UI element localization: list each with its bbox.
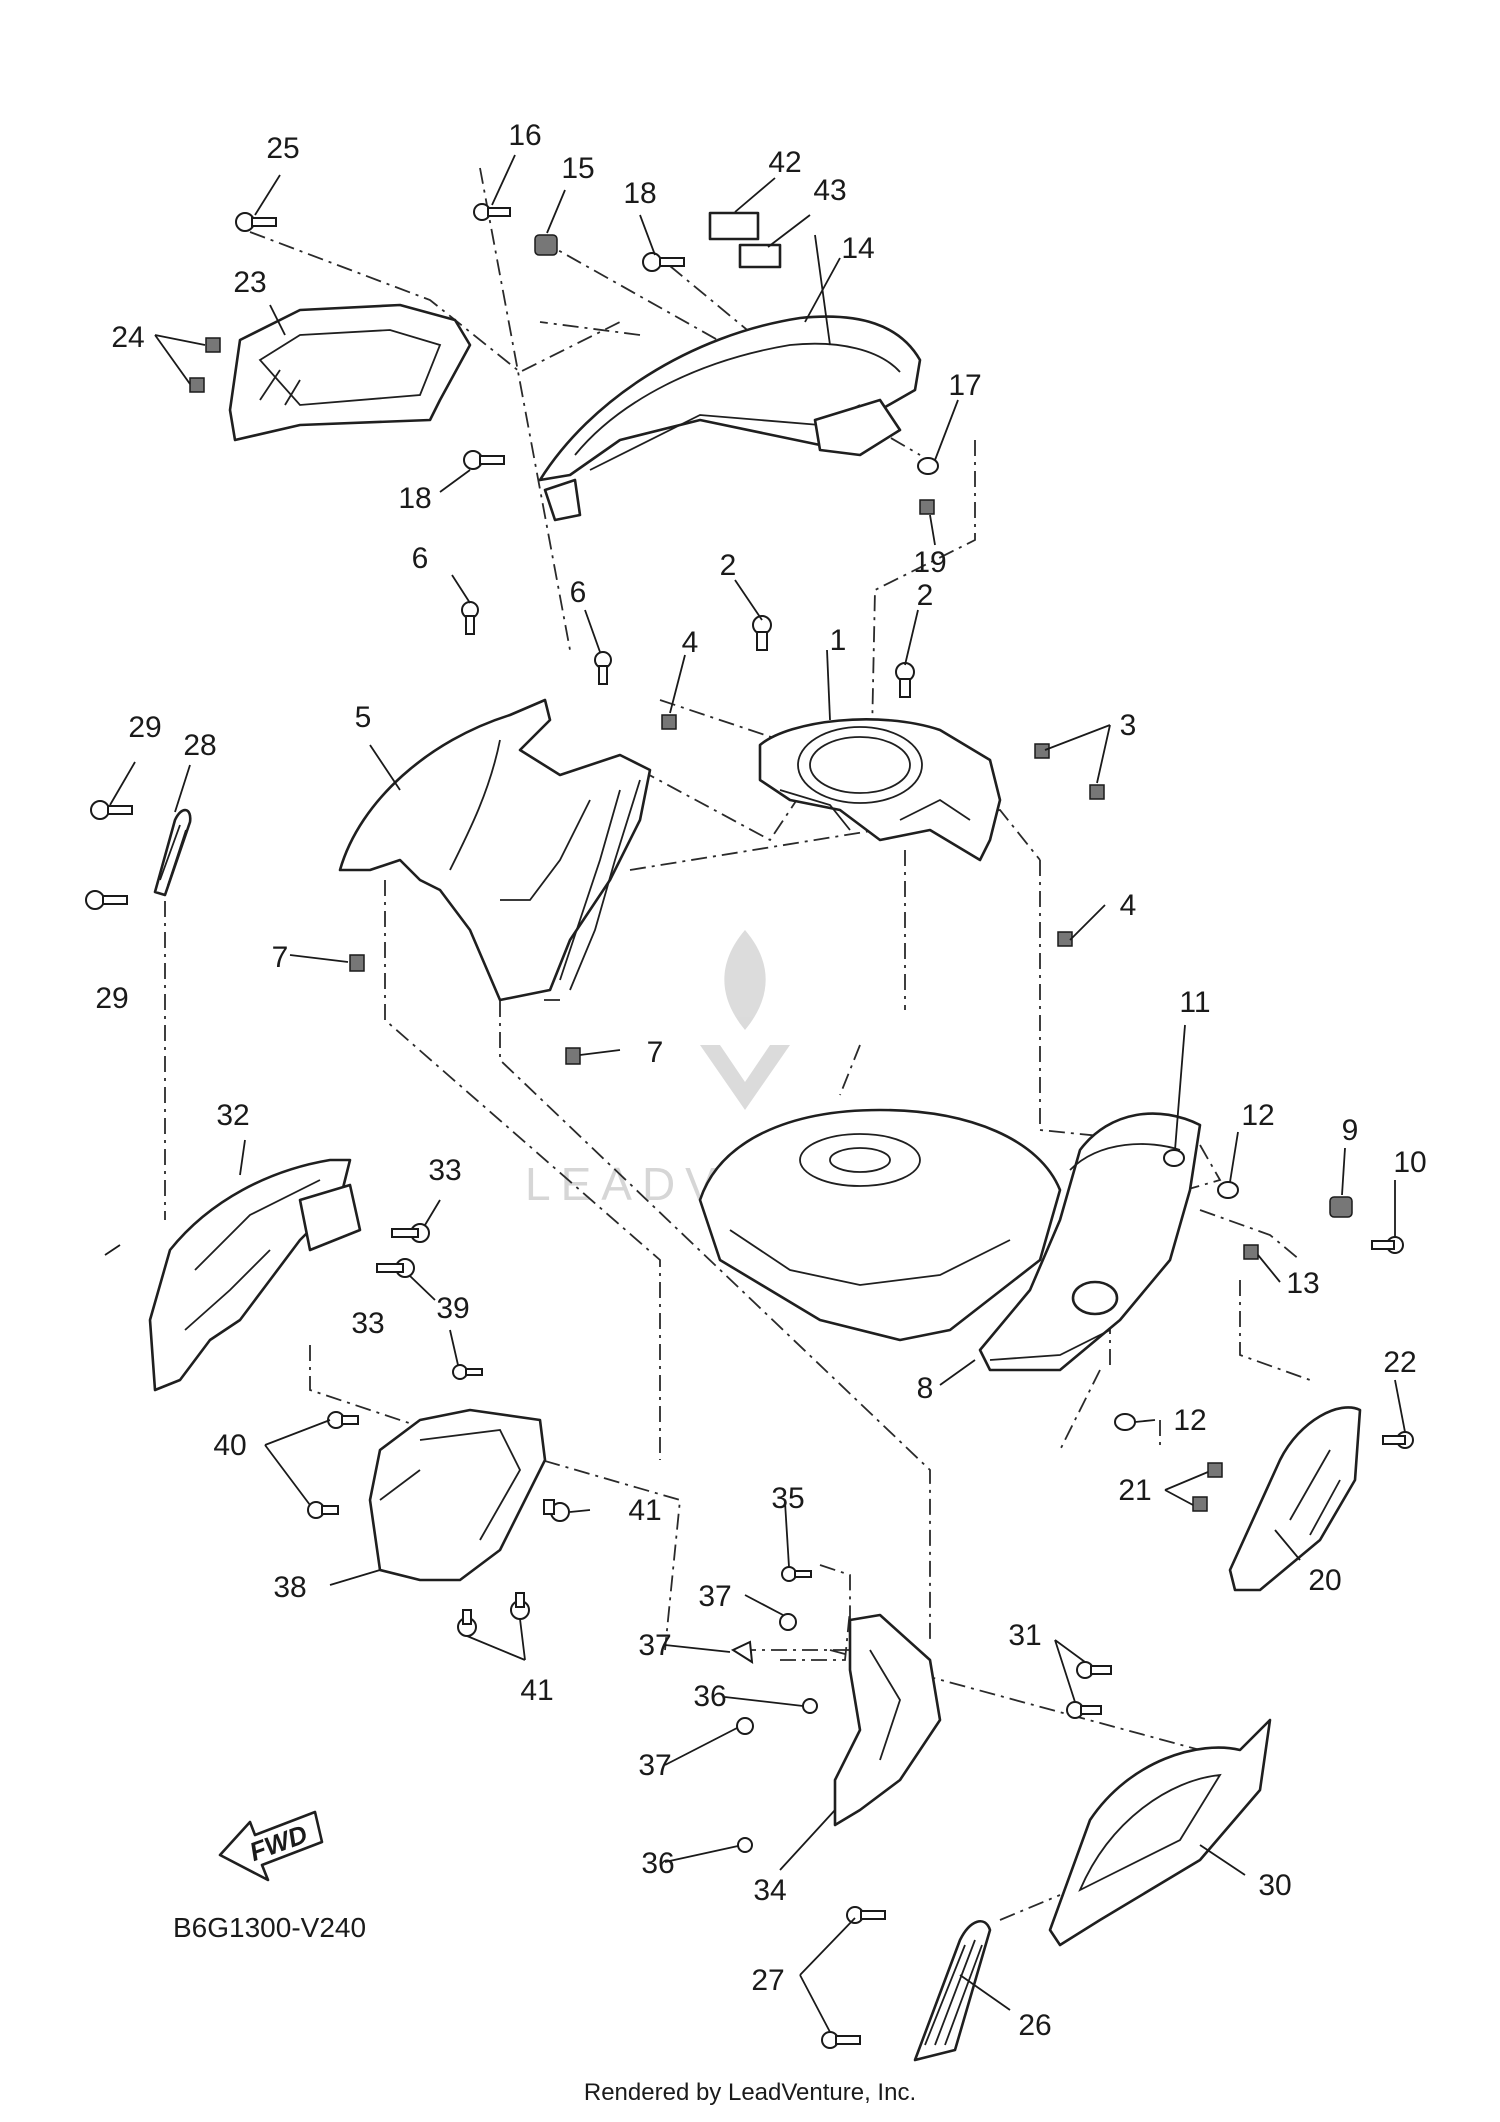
label-25: 25 <box>266 132 299 165</box>
fwd-arrow: FWD <box>218 1810 324 1882</box>
label-37-middle: 37 <box>638 1629 671 1662</box>
part-30-lower-cowl <box>1048 1718 1272 1947</box>
label-22: 22 <box>1383 1346 1416 1379</box>
part-43-label <box>738 243 782 269</box>
label-36-upper: 36 <box>693 1680 726 1713</box>
hardware <box>85 203 1414 2049</box>
label-20: 20 <box>1308 1564 1341 1597</box>
part-8-side-cover <box>978 1112 1202 1372</box>
label-12-lower: 12 <box>1173 1404 1206 1437</box>
part-28-decal <box>153 808 192 897</box>
watermark-flame-icon <box>724 930 766 1030</box>
label-33-upper: 33 <box>428 1154 461 1187</box>
label-6-left: 6 <box>412 542 429 575</box>
diagram-code: B6G1300-V240 <box>173 1912 366 1943</box>
label-35: 35 <box>771 1482 804 1515</box>
label-21: 21 <box>1118 1474 1151 1507</box>
part-5-side-cover <box>338 698 652 1002</box>
label-17: 17 <box>948 369 981 402</box>
label-4-upper: 4 <box>682 626 699 659</box>
label-8: 8 <box>917 1372 934 1405</box>
part-34-bracket <box>833 1613 942 1827</box>
part-32-cowl <box>148 1158 362 1392</box>
label-39: 39 <box>436 1292 469 1325</box>
label-6-right: 6 <box>570 576 587 609</box>
part-1-center-panel <box>758 718 1002 862</box>
label-38: 38 <box>273 1571 306 1604</box>
label-3: 3 <box>1120 709 1137 742</box>
label-28: 28 <box>183 729 216 762</box>
label-19: 19 <box>913 546 946 579</box>
part-20-bracket <box>1228 1406 1362 1592</box>
label-10: 10 <box>1393 1146 1426 1179</box>
label-14: 14 <box>841 232 874 265</box>
label-43: 43 <box>813 174 846 207</box>
assembly-lines <box>164 167 1311 1921</box>
label-11: 11 <box>1179 986 1210 1019</box>
label-18-lower: 18 <box>398 482 431 515</box>
label-37-lower: 37 <box>638 1749 671 1782</box>
watermark-v-icon <box>700 1045 790 1110</box>
label-2-upper: 2 <box>720 549 737 582</box>
label-29-lower: 29 <box>95 982 128 1015</box>
label-42: 42 <box>768 146 801 179</box>
leader-lines <box>104 154 1406 2033</box>
label-7-left: 7 <box>272 941 289 974</box>
label-36-lower: 36 <box>641 1847 674 1880</box>
label-13: 13 <box>1286 1267 1319 1300</box>
label-40: 40 <box>213 1429 246 1462</box>
part-38-inner-cover <box>368 1408 547 1582</box>
part-23-inner-panel <box>228 303 472 442</box>
label-41-lower: 41 <box>520 1674 553 1707</box>
part-labels: 1 2 2 3 4 4 5 6 6 7 7 8 9 10 11 12 12 13… <box>95 119 1426 2042</box>
label-31: 31 <box>1008 1619 1041 1652</box>
label-26: 26 <box>1018 2009 1051 2042</box>
label-34: 34 <box>753 1874 786 1907</box>
footer-credit: Rendered by LeadVenture, Inc. <box>584 2079 916 2106</box>
part-26-decal <box>913 1920 992 2062</box>
part-fuel-tank <box>698 1108 1062 1342</box>
label-9: 9 <box>1342 1114 1359 1147</box>
part-42-label <box>708 211 760 241</box>
label-37-upper: 37 <box>698 1580 731 1613</box>
label-4-lower: 4 <box>1120 889 1137 922</box>
label-12-upper: 12 <box>1241 1099 1274 1132</box>
label-41-right: 41 <box>628 1494 661 1527</box>
label-5: 5 <box>355 701 372 734</box>
label-7-right: 7 <box>647 1036 664 1069</box>
label-32: 32 <box>216 1099 249 1132</box>
label-29-upper: 29 <box>128 711 161 744</box>
label-2-right: 2 <box>917 579 934 612</box>
label-30: 30 <box>1258 1869 1291 1902</box>
label-18-upper: 18 <box>623 177 656 210</box>
label-27: 27 <box>751 1964 784 1997</box>
label-23: 23 <box>233 266 266 299</box>
label-33-lower: 33 <box>351 1307 384 1340</box>
label-1: 1 <box>830 624 847 657</box>
label-15: 15 <box>561 152 594 185</box>
part-14-top-cover <box>538 315 922 522</box>
label-16: 16 <box>508 119 541 152</box>
label-24: 24 <box>111 321 144 354</box>
